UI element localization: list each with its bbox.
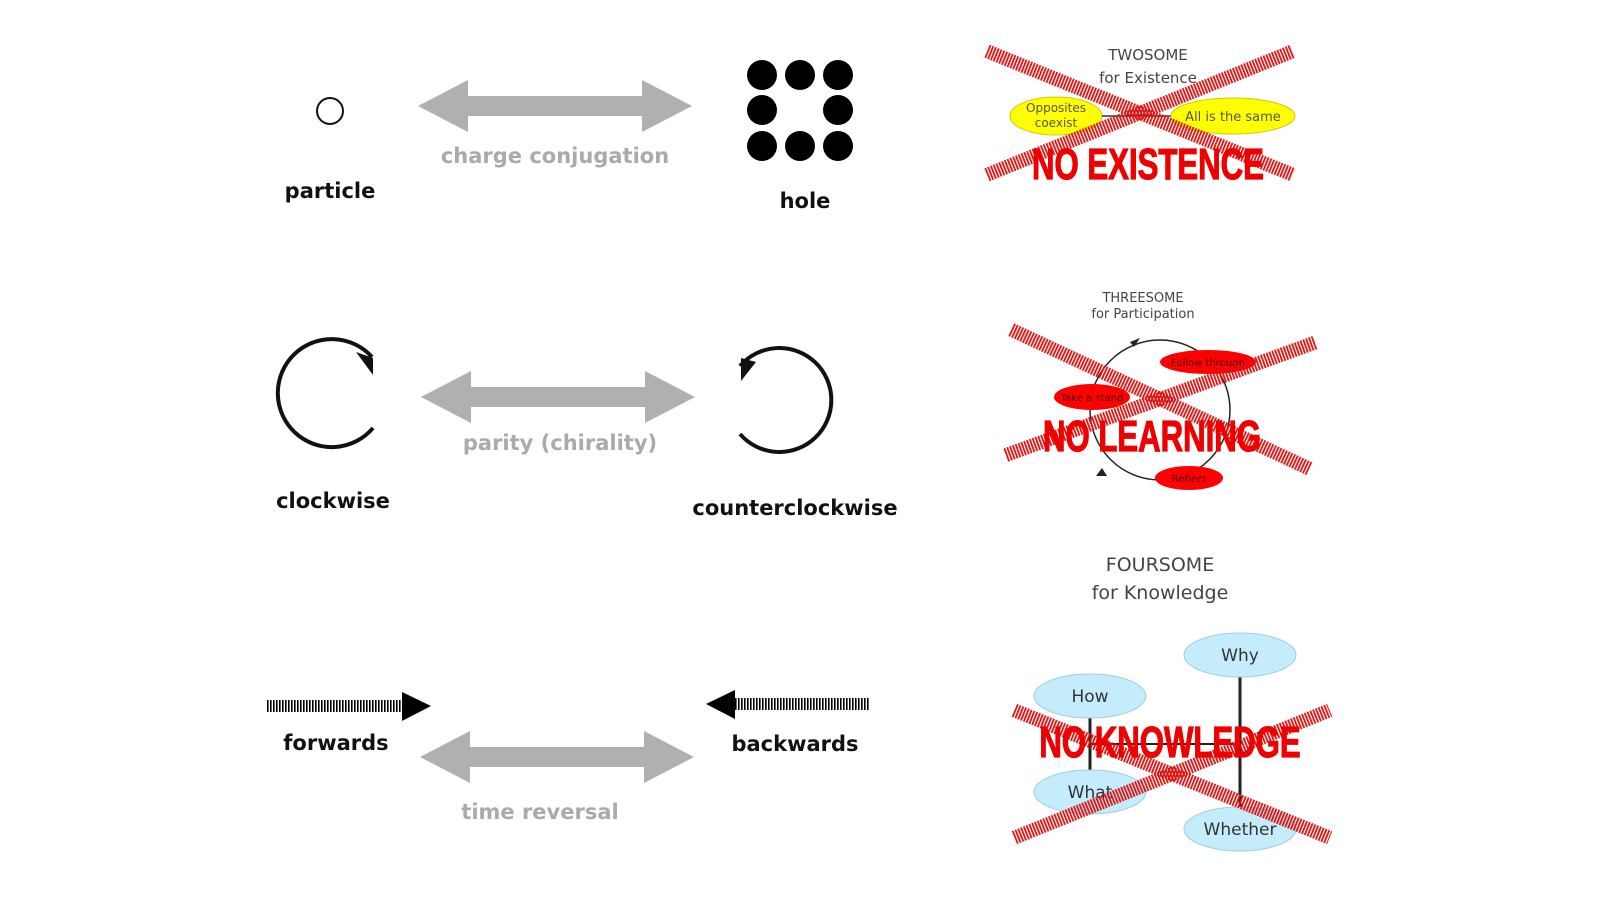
twosome-title: TWOSOME: [1107, 46, 1188, 64]
forwards-arrow-icon: [266, 692, 431, 721]
charge-conjugation-arrow: [418, 80, 692, 132]
backwards-label: backwards: [731, 732, 858, 756]
foursome-node-whether-label: Whether: [1204, 820, 1277, 840]
hole-label: hole: [780, 189, 831, 213]
twosome-node-same: [1170, 97, 1296, 135]
threesome-node-take-a-stand: [1054, 384, 1130, 410]
parity-arrow: [421, 371, 695, 423]
clockwise-label: clockwise: [276, 489, 390, 513]
threesome-node-reflect-label: Reflect: [1172, 474, 1207, 485]
foursome-cross-out: [1011, 703, 1333, 845]
twosome-cross-out: [984, 44, 1296, 182]
threesome-cycle-arrowhead-bottom: [1096, 468, 1107, 476]
foursome-subtitle: for Knowledge: [1092, 582, 1229, 604]
no-knowledge-stamp: NO KNOWLEDGE: [1039, 719, 1300, 767]
foursome-node-why: [1183, 632, 1297, 678]
time-reversal-arrow: [420, 731, 694, 783]
twosome-node-opposites-line1: Opposites: [1026, 101, 1086, 115]
twosome-panel: TWOSOME for Existence Opposites coexist …: [984, 44, 1296, 190]
foursome-node-why-label: Why: [1221, 646, 1259, 666]
backwards-arrow-icon: [706, 690, 870, 719]
row-time-reversal: forwards backwards time reversal: [266, 690, 870, 824]
threesome-node-follow-through-label: Follow through: [1171, 358, 1245, 369]
row-parity: clockwise parity (chirality) countercloc…: [275, 337, 898, 520]
foursome-title: FOURSOME: [1106, 554, 1214, 576]
foursome-panel: FOURSOME for Knowledge Why How What Whet…: [1011, 554, 1333, 852]
foursome-node-how-label: How: [1071, 687, 1108, 707]
particle-label: particle: [285, 179, 376, 203]
parity-label: parity (chirality): [463, 431, 657, 455]
threesome-node-take-a-stand-label: Take a stand: [1060, 393, 1124, 404]
threesome-cycle-arrowhead-top: [1130, 338, 1140, 347]
threesome-panel: THREESOME for Participation Follow throu…: [1002, 291, 1318, 490]
forwards-label: forwards: [283, 731, 388, 755]
threesome-title: THREESOME: [1101, 291, 1183, 306]
foursome-node-how: [1033, 673, 1147, 719]
no-learning-stamp: NO LEARNING: [1043, 413, 1261, 461]
threesome-subtitle: for Participation: [1091, 307, 1194, 322]
charge-conjugation-label: charge conjugation: [441, 144, 669, 168]
clockwise-rotation-icon: [275, 337, 375, 450]
no-existence-stamp: NO EXISTENCE: [1032, 141, 1264, 189]
twosome-node-opposites-line2: coexist: [1035, 116, 1078, 130]
twosome-node-same-label: All is the same: [1185, 110, 1281, 125]
row-charge-conjugation: particle charge conjugation hole: [285, 60, 853, 213]
threesome-node-reflect: [1155, 466, 1223, 490]
hole-icon: [747, 60, 853, 161]
twosome-subtitle: for Existence: [1099, 69, 1197, 87]
counterclockwise-rotation-icon: [738, 346, 834, 454]
counterclockwise-label: counterclockwise: [692, 496, 897, 520]
particle-icon: [316, 97, 344, 125]
threesome-cross-out: [1002, 322, 1318, 476]
time-reversal-label: time reversal: [461, 800, 618, 824]
